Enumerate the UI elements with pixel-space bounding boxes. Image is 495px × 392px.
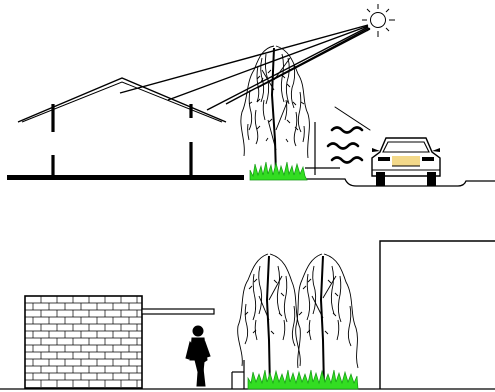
ground-left	[7, 175, 244, 180]
weeping-trees-bottom	[238, 254, 358, 388]
sun-icon	[362, 4, 395, 37]
house-roof-outer	[18, 78, 226, 122]
top-scene	[7, 4, 495, 186]
building	[380, 241, 495, 389]
sun-rays	[120, 25, 370, 110]
bottom-scene	[0, 241, 495, 389]
car-icon	[372, 138, 440, 186]
brick-wall-icon	[25, 296, 142, 388]
person-icon	[186, 326, 210, 386]
fence-post-top	[305, 122, 340, 175]
canopy	[142, 309, 214, 314]
heat-waves	[328, 107, 370, 163]
ground-right	[300, 179, 495, 186]
grass-bottom	[248, 370, 358, 389]
grass-top	[250, 162, 307, 180]
